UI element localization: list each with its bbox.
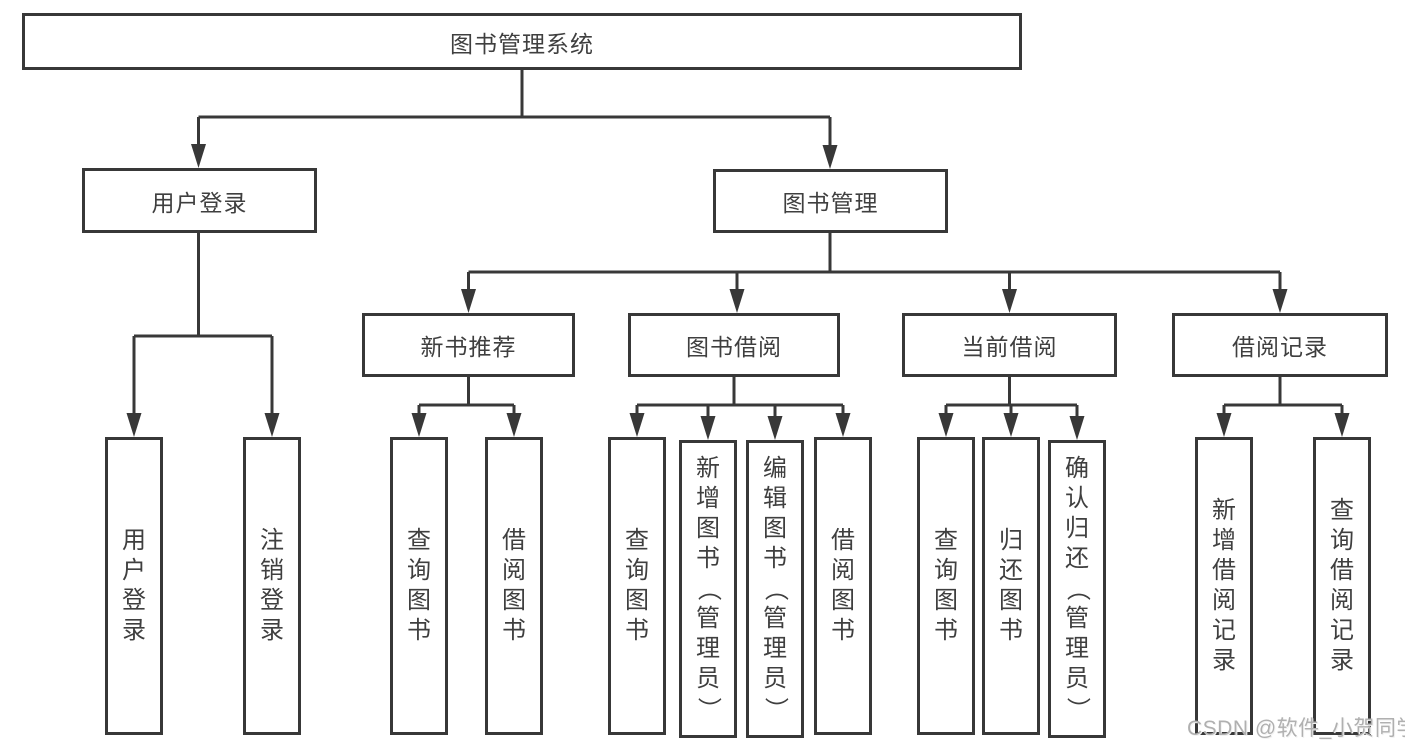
leaf-borrowing-borrow-book: 借阅图书 — [814, 437, 872, 735]
node-user-login: 用户登录 — [82, 168, 317, 233]
node-borrowing-records: 借阅记录 — [1172, 313, 1388, 377]
leaf-user-login: 用户登录 — [105, 437, 163, 735]
node-root: 图书管理系统 — [22, 13, 1022, 70]
leaf-current-confirm-return-admin: 确认归还（管理员） — [1048, 440, 1106, 738]
node-borrowing-records-label: 借阅记录 — [1232, 334, 1328, 360]
leaf-borrowing-edit-book-admin: 编辑图书（管理员） — [746, 440, 804, 738]
node-new-book-recommend-label: 新书推荐 — [420, 334, 517, 360]
leaf-logout: 注销登录 — [243, 437, 301, 735]
node-book-borrowing-label: 图书借阅 — [686, 334, 782, 360]
leaf-current-query-book: 查询图书 — [917, 437, 975, 735]
node-current-borrowing: 当前借阅 — [902, 313, 1117, 377]
leaf-current-return-book: 归还图书 — [982, 437, 1040, 735]
leaf-recommend-borrow-book: 借阅图书 — [485, 437, 543, 735]
node-user-login-label: 用户登录 — [151, 189, 248, 216]
node-current-borrowing-label: 当前借阅 — [961, 334, 1058, 360]
leaf-records-query-record: 查询借阅记录 — [1313, 437, 1371, 735]
leaf-borrowing-query-book: 查询图书 — [608, 437, 666, 735]
node-book-borrowing: 图书借阅 — [628, 313, 840, 377]
leaf-borrowing-add-book-admin: 新增图书（管理员） — [679, 440, 737, 738]
node-book-management-label: 图书管理 — [782, 190, 879, 216]
node-root-label: 图书管理系统 — [450, 30, 594, 57]
node-new-book-recommend: 新书推荐 — [362, 313, 575, 377]
node-book-management: 图书管理 — [713, 169, 948, 233]
leaf-records-add-record: 新增借阅记录 — [1195, 437, 1253, 735]
csdn-watermark: CSDN @软件_小贺同学 — [1187, 717, 1405, 740]
leaf-recommend-query-book: 查询图书 — [390, 437, 448, 735]
